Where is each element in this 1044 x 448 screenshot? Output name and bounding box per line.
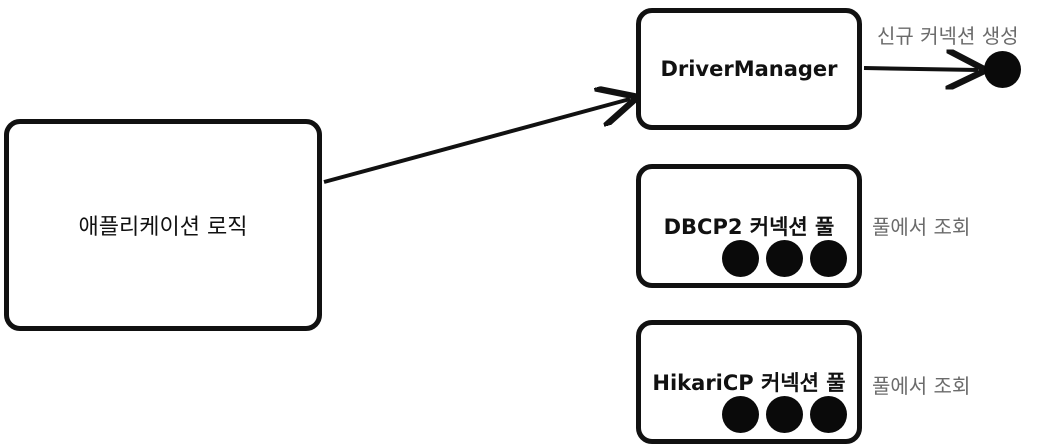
- connection-dot: [810, 240, 847, 277]
- hikari-pool-label: HikariCP 커넥션 풀: [652, 371, 846, 395]
- driver-manager-label: DriverManager: [660, 57, 838, 81]
- arrow-driver-manager-to-new-connection: [863, 68, 978, 70]
- dbcp2-connection-dots: [722, 240, 847, 277]
- hikari-pool-box: HikariCP 커넥션 풀: [636, 320, 862, 444]
- connection-dot: [810, 396, 847, 433]
- dbcp2-pool-label: DBCP2 커넥션 풀: [663, 215, 835, 239]
- application-logic-box: 애플리케이션 로직: [4, 119, 322, 331]
- dbcp2-lookup-note: 풀에서 조회: [872, 215, 971, 239]
- connection-dot: [766, 396, 803, 433]
- hikari-lookup-note: 풀에서 조회: [872, 374, 971, 398]
- connection-dot: [722, 240, 759, 277]
- hikari-connection-dots: [722, 396, 847, 433]
- application-logic-label: 애플리케이션 로직: [78, 215, 248, 240]
- connection-dot: [722, 396, 759, 433]
- arrow-app-to-driver-manager: [323, 99, 630, 184]
- driver-manager-box: DriverManager: [636, 8, 862, 130]
- new-connection-dot: [984, 51, 1021, 88]
- dbcp2-pool-box: DBCP2 커넥션 풀: [636, 164, 862, 288]
- new-connection-note: 신규 커넥션 생성: [877, 24, 1019, 48]
- connection-dot: [766, 240, 803, 277]
